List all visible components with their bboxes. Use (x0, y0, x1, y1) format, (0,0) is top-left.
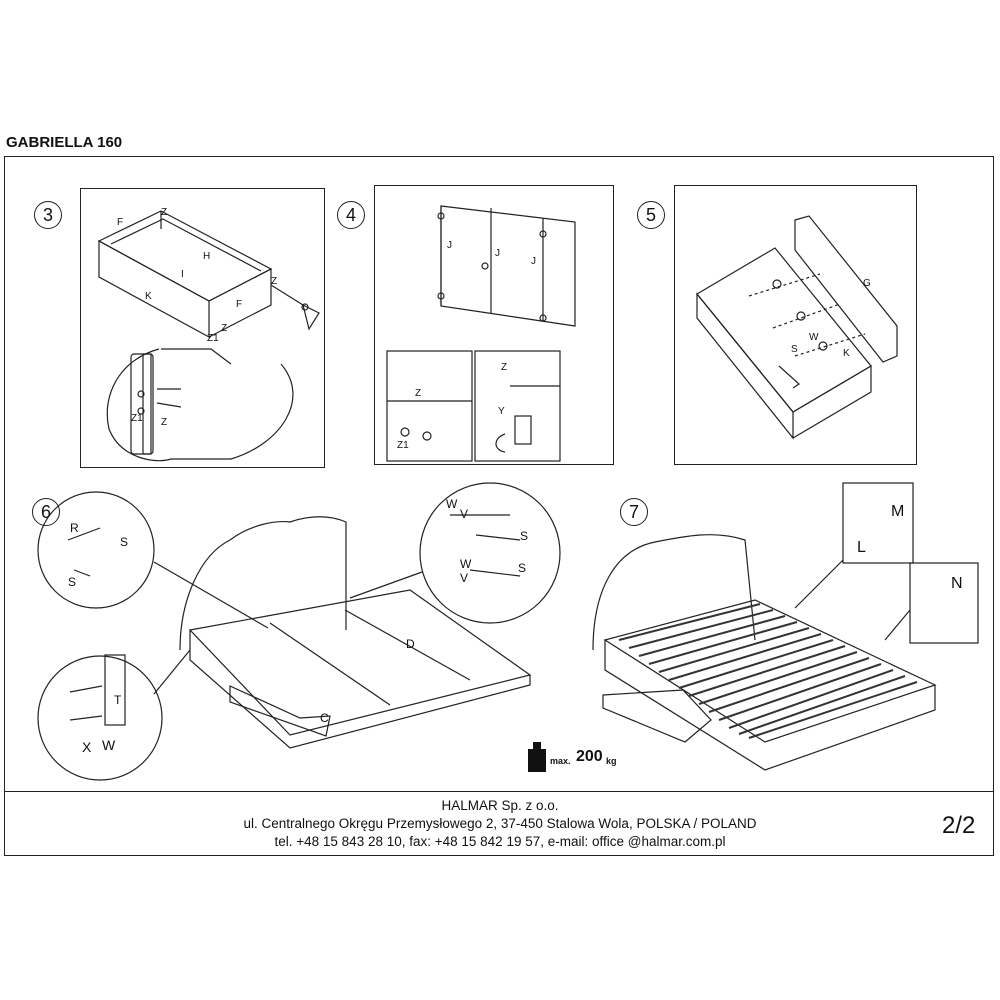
max-label: max. (550, 756, 571, 766)
label-F: F (236, 299, 242, 310)
label-J: J (447, 240, 452, 251)
label-T: T (114, 693, 122, 707)
label-S: S (791, 344, 798, 355)
label-Z: Z (161, 207, 167, 218)
label-S: S (120, 535, 128, 549)
label-W: W (102, 737, 116, 753)
label-W: W (460, 557, 472, 571)
step-4-number: 4 (337, 201, 365, 229)
label-K: K (843, 348, 850, 359)
company-name: HALMAR Sp. z o.o. (441, 798, 559, 813)
footer-divider (4, 791, 994, 792)
label-Z1: Z1 (207, 333, 219, 344)
label-S: S (518, 561, 526, 575)
label-J: J (495, 248, 500, 259)
max-load-badge: max. 200 kg (526, 742, 626, 772)
label-I: I (181, 269, 184, 280)
label-S: S (68, 575, 76, 589)
label-K: K (145, 291, 152, 302)
label-X: X (82, 739, 92, 755)
headboard-mounting-drawing: J J J Z Z1 Z Y (386, 205, 576, 462)
step-7-number: 7 (620, 498, 648, 526)
label-D: D (406, 637, 415, 651)
label-M: M (891, 503, 904, 520)
label-S: S (520, 529, 528, 543)
bed-frame-assembly-drawing: R S S D C T X W W V V W S S (37, 482, 561, 781)
page-number: 2/2 (942, 812, 976, 839)
max-load-unit: kg (606, 756, 617, 766)
label-C: C (320, 711, 329, 725)
max-load-value: 200 (576, 748, 603, 765)
step-4-panel: J J J Z Z1 Z Y (374, 185, 614, 465)
label-Z: Z (161, 417, 167, 428)
label-Z1: Z1 (131, 413, 143, 424)
label-W: W (446, 497, 458, 511)
document-title: GABRIELLA 160 (6, 134, 123, 151)
drawer-assembly-drawing: F Z H I K Z F Z Z1 Z1 Z (97, 207, 320, 462)
step-6-number: 6 (32, 498, 60, 526)
label-V: V (460, 571, 468, 585)
company-contact: tel. +48 15 843 28 10, fax: +48 15 842 1… (274, 834, 726, 849)
step-3-panel: F Z H I K Z F Z Z1 Z1 Z (80, 188, 325, 468)
label-R: R (70, 521, 79, 535)
label-H: H (203, 251, 210, 262)
label-Z: Z (271, 276, 277, 287)
label-V: V (460, 507, 468, 521)
label-Z1: Z1 (397, 440, 409, 451)
label-N: N (951, 575, 963, 592)
side-rail-mounting-drawing: G W S K (696, 215, 898, 440)
step-5-number: 5 (637, 201, 665, 229)
step-5-panel: G W S K (674, 185, 917, 465)
label-Z: Z (415, 388, 421, 399)
label-Z: Z (501, 362, 507, 373)
label-L: L (857, 539, 866, 556)
label-Z: Z (221, 323, 227, 334)
label-J: J (531, 256, 536, 267)
label-W: W (809, 332, 819, 343)
company-address: ul. Centralnego Okręgu Przemysłowego 2, … (243, 816, 757, 831)
weight-icon (528, 742, 546, 772)
label-Y: Y (498, 406, 505, 417)
label-F: F (117, 217, 123, 228)
bed-slats-drawing: M L N (592, 482, 979, 771)
instruction-sheet-frame (4, 156, 994, 856)
step-3-number: 3 (34, 201, 62, 229)
label-G: G (863, 278, 871, 289)
